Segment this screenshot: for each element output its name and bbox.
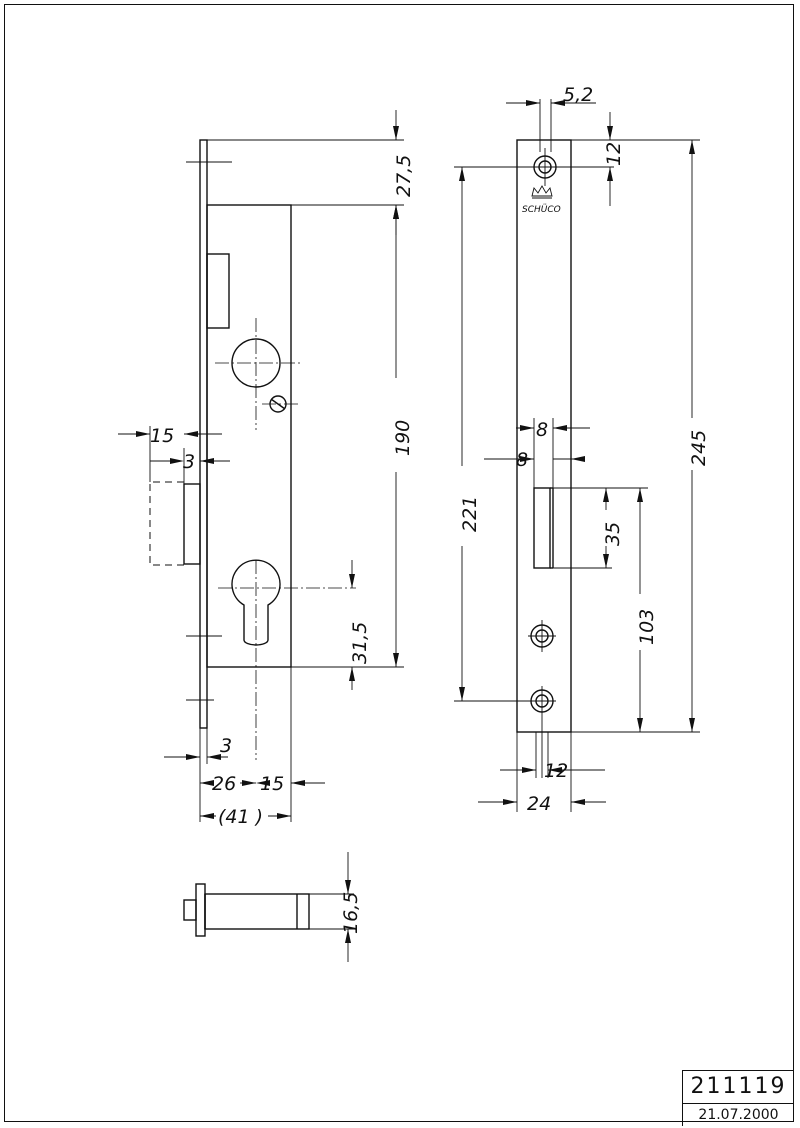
dim-latch-3: 3 [150, 448, 230, 484]
end-view-faceplate [195, 883, 206, 937]
strike-plate-view: SCHÜCO [516, 99, 614, 778]
dim-top-12: 12 [571, 112, 625, 206]
dim-label-221: 221 [459, 496, 481, 532]
dim-label-26: 26 [212, 773, 236, 795]
dim-label-5-2: 5,2 [563, 84, 593, 106]
mortise-lock-side-view [149, 139, 356, 760]
strike-latch-opening [533, 487, 551, 569]
dim-label-8-inner: 8 [536, 419, 548, 441]
dim-103: 103 [636, 488, 658, 732]
top-latch-housing [206, 253, 230, 329]
dim-24: 24 [478, 732, 606, 815]
dim-label-41: (41 ) [218, 806, 263, 828]
latch-extended-outline [149, 481, 184, 566]
drawing-number: 211119 [683, 1071, 794, 1104]
drawing-date: 21.07.2000 [698, 1107, 779, 1123]
dim-label-8-outer: 8 [516, 449, 528, 471]
dim-label-103: 103 [636, 609, 658, 645]
lock-end-view: 16,5 [183, 852, 362, 962]
dim-label-27-5: 27,5 [393, 155, 415, 197]
dim-label-faceplate-3: 3 [220, 735, 232, 757]
schuco-logo: SCHÜCO [522, 185, 561, 215]
dim-41: (41 ) [200, 805, 291, 828]
dim-label-35: 35 [602, 522, 624, 546]
dim-label-16-5: 16,5 [340, 892, 362, 934]
dim-latch-15: 15 [118, 425, 212, 482]
dim-label-latch-15: 15 [150, 425, 174, 447]
dim-190: 190 [291, 205, 414, 668]
dim-label-245: 245 [688, 430, 710, 466]
dim-221: 221 [454, 166, 528, 702]
drawing-sheet-border [4, 4, 794, 1122]
title-block: 211119 21.07.2000 [682, 1070, 794, 1126]
dim-31-5: 31,5 [349, 560, 371, 690]
latch-bolt [183, 483, 201, 565]
dim-label-31-5: 31,5 [349, 622, 371, 664]
dim-27-5: 27,5 [207, 110, 415, 235]
dim-245: 245 [571, 139, 710, 733]
dim-faceplate-3: 3 [164, 728, 232, 764]
dim-label-latch-3: 3 [183, 451, 195, 473]
dim-35: 35 [553, 487, 648, 569]
cylinder-cutout [231, 559, 281, 646]
strike-plate [516, 139, 572, 733]
end-view-case [204, 893, 310, 930]
dim-label-bottom-12: 12 [544, 760, 568, 782]
dim-label-15-front: 15 [260, 773, 284, 795]
dim-26-15: 26 15 [199, 667, 325, 822]
dim-8-8: 8 8 [484, 418, 590, 488]
dim-bottom-12: 12 [500, 732, 605, 782]
end-view-bolt [183, 899, 197, 921]
logo-text: SCHÜCO [522, 204, 561, 215]
dim-label-24: 24 [527, 793, 551, 815]
lock-case [206, 204, 292, 668]
dim-label-190: 190 [392, 420, 414, 456]
dim-label-top-12: 12 [603, 142, 625, 166]
dim-5-2: 5,2 [506, 84, 596, 106]
